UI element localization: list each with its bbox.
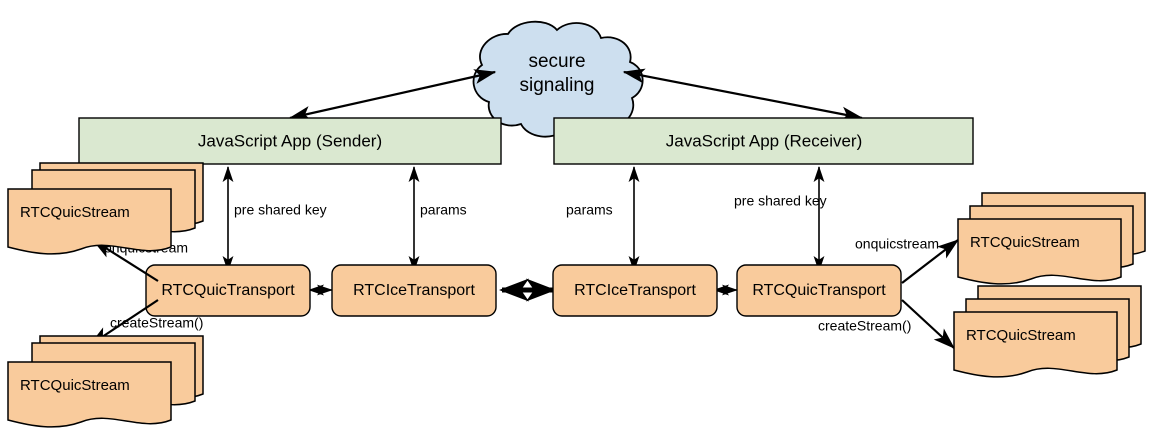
label-sender-params: params [420, 202, 467, 218]
rtc-quic-stream-stack-sender-outgoing[interactable]: RTCQuicStream [7, 335, 204, 428]
rtc-quic-transport-receiver[interactable]: RTCQuicTransport [736, 264, 902, 317]
edge-receiver-createstream [901, 299, 955, 349]
edge-receiver-onquicstream [901, 239, 960, 284]
rtc-quic-transport-sender-label: RTCQuicTransport [161, 282, 295, 299]
rtc-ice-transport-sender-label: RTCIceTransport [353, 282, 475, 299]
rtc-quic-stream-receiver-outgoing-label: RTCQuicStream [966, 327, 1076, 344]
rtc-quic-stream-sender-incoming-label: RTCQuicStream [20, 204, 130, 221]
javascript-app-sender[interactable]: JavaScript App (Sender) [78, 117, 502, 165]
rtc-ice-transport-receiver-label: RTCIceTransport [574, 282, 696, 299]
javascript-app-sender-label: JavaScript App (Sender) [198, 131, 382, 150]
label-sender-createstream: createStream() [110, 315, 203, 331]
label-receiver-params: params [566, 202, 613, 218]
cloud-label-line2: signaling [520, 75, 595, 96]
cloud-label-line1: secure [528, 51, 585, 72]
edge-sender-to-signaling [288, 69, 497, 121]
rtc-quic-stream-stack-receiver-outgoing[interactable]: RTCQuicStream [953, 285, 1142, 378]
edge-sender-onquicstream [91, 239, 159, 282]
rtc-quic-stream-sender-outgoing-label: RTCQuicStream [20, 377, 130, 394]
javascript-app-receiver-label: JavaScript App (Receiver) [666, 131, 863, 150]
edge-receiver-to-signaling [622, 68, 864, 122]
label-receiver-onquicstream: onquicstream [855, 236, 939, 252]
rtc-ice-transport-sender[interactable]: RTCIceTransport [331, 264, 497, 317]
javascript-app-receiver[interactable]: JavaScript App (Receiver) [553, 117, 974, 165]
rtc-quic-transport-sender[interactable]: RTCQuicTransport [145, 264, 311, 317]
rtc-quic-stream-receiver-incoming-label: RTCQuicStream [970, 234, 1080, 251]
label-sender-pre-shared-key: pre shared key [234, 202, 327, 218]
label-receiver-pre-shared-key: pre shared key [734, 193, 827, 209]
label-receiver-createstream: createStream() [818, 318, 911, 334]
rtc-quic-stream-stack-sender-incoming[interactable]: RTCQuicStream [7, 162, 204, 255]
rtc-ice-transport-receiver[interactable]: RTCIceTransport [552, 264, 718, 317]
rtc-quic-transport-receiver-label: RTCQuicTransport [752, 282, 886, 299]
rtc-quic-stream-stack-receiver-incoming[interactable]: RTCQuicStream [957, 192, 1146, 285]
